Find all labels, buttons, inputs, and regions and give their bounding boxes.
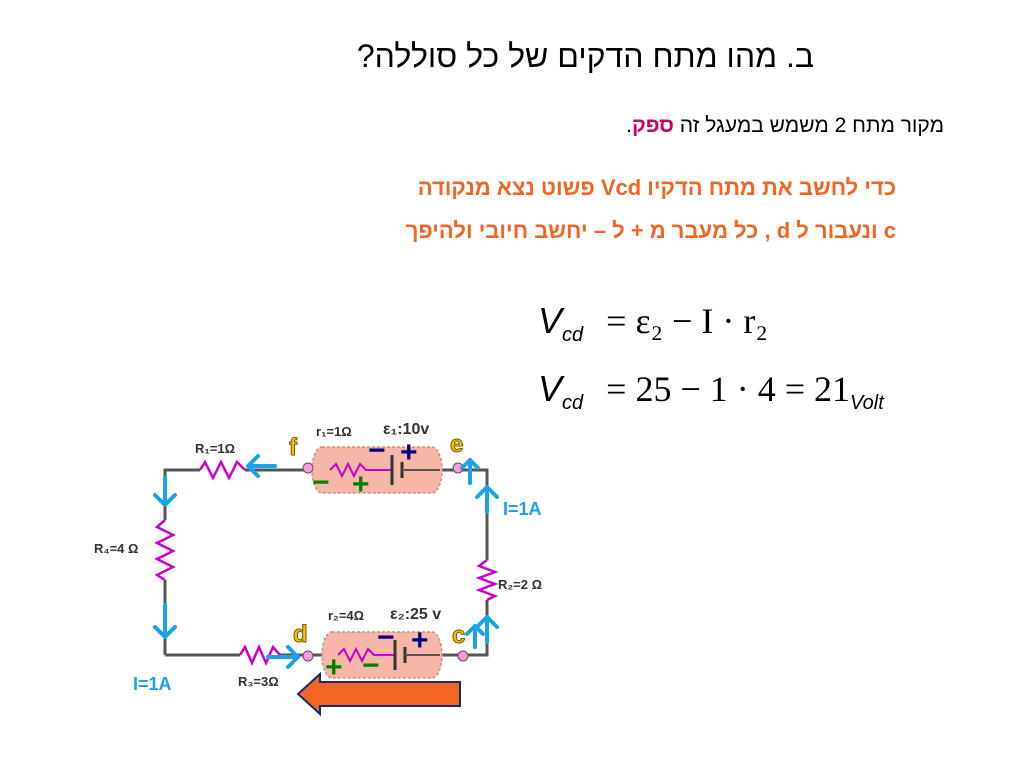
battery2-plus-bottom: + — [325, 651, 343, 684]
battery-2 — [321, 631, 443, 679]
note-suffix: . — [626, 114, 632, 137]
resistor-R3 — [238, 643, 281, 667]
battery1-minus-bottom: − — [312, 466, 330, 499]
battery2-minus-bottom: − — [362, 649, 380, 682]
node-d-label: d — [293, 621, 308, 648]
arrow-right-upper — [475, 485, 499, 514]
node-f-dot — [302, 462, 314, 474]
resistor-R1 — [198, 459, 246, 481]
source-note: מקור מתח 2 משמש במעגל זה ספק. — [626, 114, 944, 138]
battery2-plus-top: + — [411, 624, 429, 657]
page-title: ב. מהו מתח הדקים של כל סוללה? — [356, 38, 814, 74]
label-e1: ε₁:10v — [383, 421, 429, 438]
current-label-left: I=1A — [133, 674, 172, 694]
node-c-label: c — [452, 622, 465, 649]
direction-arrow — [296, 671, 461, 717]
label-R2: R₂=2 Ω — [498, 577, 542, 592]
label-r1: r₁=1Ω — [316, 424, 352, 439]
label-e2: ε₂:25 v — [390, 606, 441, 623]
note-prefix: מקור מתח 2 משמש במעגל זה — [679, 114, 944, 137]
eq2-lhs-symbol: V — [538, 368, 563, 409]
arrow-left-lower — [153, 603, 177, 639]
arrow-bottom-left — [266, 645, 300, 669]
label-R4: R₄=4 Ω — [94, 541, 138, 556]
resistor-R4 — [154, 519, 176, 582]
eq1-rhs: = ε₂ − I · r₂ — [606, 301, 768, 341]
equation-calculation: Vcd = 25 − 1 · 4 = 21Volt — [538, 368, 884, 415]
node-e-label: e — [450, 431, 463, 458]
note-emphasis: ספק — [631, 114, 674, 137]
battery2-minus-top: − — [377, 621, 395, 654]
battery1-plus-top: + — [400, 436, 418, 469]
node-c-dot — [457, 650, 469, 662]
current-label-right: I=1A — [503, 499, 542, 519]
eq2-unit: Volt — [850, 392, 884, 415]
label-r2: r₂=4Ω — [328, 608, 364, 623]
label-R1: R₁=1Ω — [195, 441, 235, 456]
battery1-plus-bottom: + — [352, 468, 370, 501]
arrow-battery1-right — [460, 458, 480, 485]
eq1-lhs-sub: cd — [562, 324, 584, 347]
arrow-right-lower — [475, 615, 499, 644]
node-f-label: f — [289, 434, 298, 461]
battery1-minus-top: − — [368, 434, 386, 467]
instruction-line-2: c ונעבור ל d , כל מעבר מ + ל – יחשב חיוב… — [405, 218, 896, 243]
equation-formula: Vcd = ε₂ − I · r₂ — [538, 300, 768, 347]
instruction-line-1: כדי לחשב את מתח הדקיו Vcd פשוט נצא מנקוד… — [417, 175, 896, 200]
arrow-battery2-right — [465, 624, 485, 649]
resistor-R2 — [475, 559, 499, 602]
arrow-top-left — [246, 454, 277, 478]
eq2-lhs-sub: cd — [562, 392, 584, 415]
eq2-rhs: = 25 − 1 · 4 = 21 — [606, 369, 851, 409]
battery-1 — [311, 446, 443, 494]
wire-top-right — [440, 468, 489, 560]
label-R3: R₃=3Ω — [238, 674, 279, 689]
wire-top-left — [163, 468, 200, 520]
arrow-left-upper — [153, 476, 177, 507]
node-d-dot — [302, 650, 314, 662]
eq1-lhs-symbol: V — [538, 300, 563, 341]
